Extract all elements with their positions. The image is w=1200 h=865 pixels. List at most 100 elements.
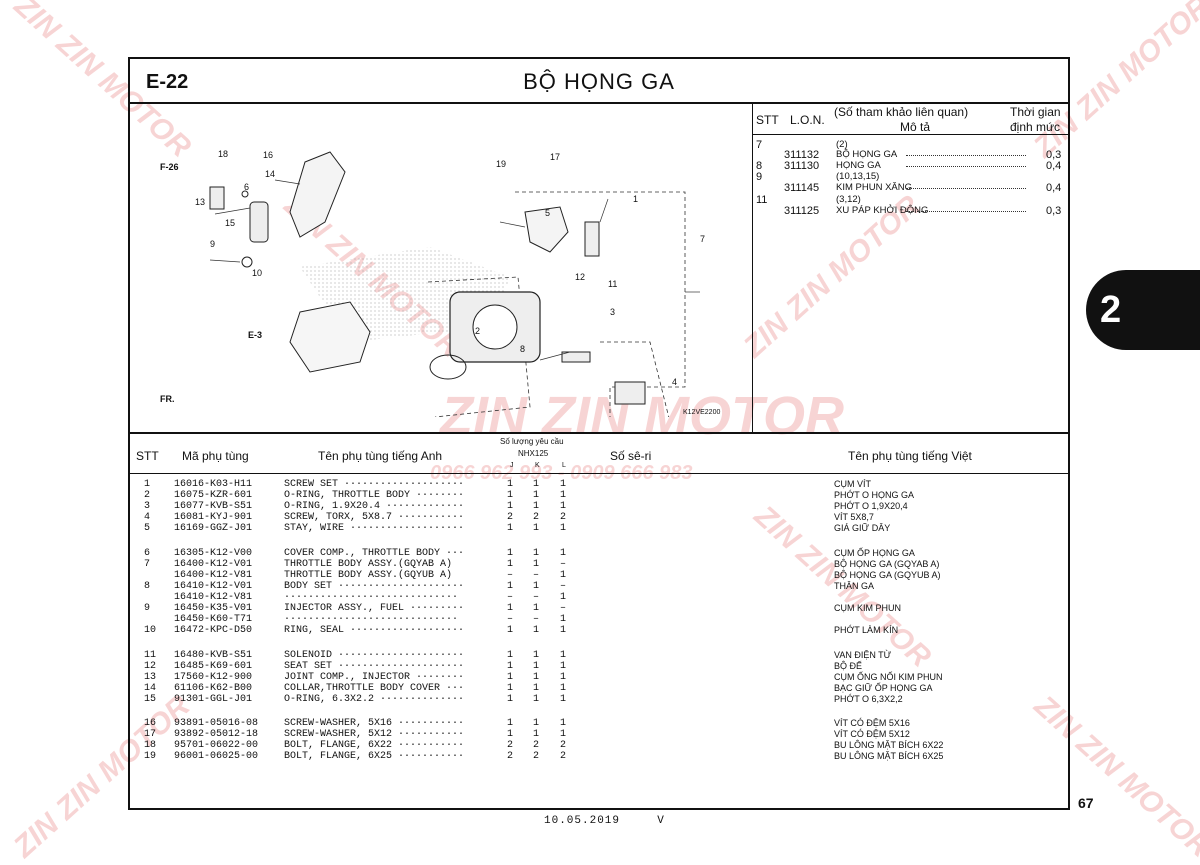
row-stt: 8 [144, 581, 151, 592]
row-qty-k: 2 [533, 512, 540, 523]
row-qty-l: 1 [560, 694, 567, 705]
row-name-vi: BẠC GIỮ ỐP HỌNG GA [834, 683, 933, 693]
head-model: NHX125 [518, 449, 549, 458]
lon-stt: 9 [756, 171, 763, 183]
lon-code: 311145 [784, 182, 820, 194]
solenoid-part [614, 381, 646, 405]
row-qty-k: 1 [533, 650, 540, 661]
row-qty-k: 2 [533, 740, 540, 751]
row-qty-l: 1 [560, 501, 567, 512]
callout-10: 10 [252, 268, 262, 278]
head-stt: STT [136, 449, 159, 463]
row-qty-j: 1 [507, 479, 514, 490]
lon-time: 0,3 [1046, 149, 1062, 161]
row-qty-l: – [560, 559, 567, 570]
row-name-en: JOINT COMP., INJECTOR ········ [284, 672, 465, 683]
lon-desc: (3,12) [836, 194, 861, 205]
row-part-number: 16410-K12-V81 [174, 592, 253, 603]
row-stt: 14 [144, 683, 157, 694]
row-qty-l: 1 [560, 523, 567, 534]
row-name-en: O-RING, 6.3X2.2 ·············· [284, 694, 465, 705]
row-name-vi: PHỚT O 6,3X2,2 [834, 694, 903, 704]
row-qty-j: 1 [507, 672, 514, 683]
row-part-number: 16169-GGZ-J01 [174, 523, 253, 534]
callout-3: 3 [610, 307, 615, 317]
row-qty-l: 1 [560, 661, 567, 672]
row-part-number: 16400-K12-V01 [174, 559, 253, 570]
row-qty-k: 1 [533, 559, 540, 570]
lon-desc: XU PÁP KHỞI ĐỘNG [836, 205, 929, 216]
row-stt: 4 [144, 512, 151, 523]
table-row: 16 93891-05016-08 SCREW-WASHER, 5X16 ·····… [130, 718, 1068, 729]
row-qty-j: 1 [507, 729, 514, 740]
row-part-number: 93892-05012-18 [174, 729, 259, 740]
callout-17: 17 [550, 152, 560, 162]
row-name-en: SOLENOID ····················· [284, 650, 465, 661]
head-k: K [535, 462, 540, 469]
callout-1: 1 [633, 194, 638, 204]
diagram-divider [752, 102, 753, 432]
callout-9: 9 [210, 239, 215, 249]
lon-time: 0,4 [1046, 182, 1062, 194]
lon-code: 311125 [784, 205, 820, 217]
row-name-en: THROTTLE BODY ASSY.(GQYAB A) [284, 559, 453, 570]
row-qty-k: 1 [533, 683, 540, 694]
table-header-divider [130, 473, 1068, 474]
lon-desc: (10,13,15) [836, 171, 880, 182]
lon-head-stt: STT [756, 113, 779, 127]
lon-time: 0,4 [1046, 160, 1062, 172]
row-name-vi: CỤM VÍT [834, 479, 871, 489]
row-qty-j: 1 [507, 661, 514, 672]
row-part-number: 93891-05016-08 [174, 718, 259, 729]
row-part-number: 16400-K12-V81 [174, 570, 253, 581]
row-part-number: 16485-K69-601 [174, 661, 253, 672]
row-name-en: BOLT, FLANGE, 6X22 ··········· [284, 740, 465, 751]
head-name-vi: Tên phụ tùng tiếng Việt [848, 449, 972, 463]
row-name-en: SCREW-WASHER, 5X12 ··········· [284, 729, 465, 740]
row-qty-k: 1 [533, 694, 540, 705]
row-part-number: 16305-K12-V00 [174, 548, 253, 559]
footer-date: 10.05.2019 [544, 815, 621, 827]
row-qty-k: 1 [533, 718, 540, 729]
row-qty-j: – [507, 592, 514, 603]
throttle-bore [472, 304, 518, 350]
row-qty-k: – [533, 614, 540, 625]
row-stt: 5 [144, 523, 151, 534]
lon-stt: 7 [756, 139, 763, 151]
row-qty-j: 1 [507, 650, 514, 661]
section-number: 2 [1100, 288, 1122, 331]
row-qty-l: 1 [560, 592, 567, 603]
callout-13: 13 [195, 197, 205, 207]
row-name-en: SCREW-WASHER, 5X16 ··········· [284, 718, 465, 729]
page-code: E-22 [146, 71, 189, 93]
row-name-en: COLLAR,THROTTLE BODY COVER ··· [284, 683, 465, 694]
lon-head-time-2: định mức [1010, 120, 1061, 134]
row-name-vi: BU LÔNG MẶT BÍCH 6X25 [834, 751, 944, 761]
row-qty-l: – [560, 603, 567, 614]
page-title: BỘ HỌNG GA [523, 69, 675, 94]
callout-5: 5 [545, 208, 550, 218]
head-serial: Số sê-ri [610, 449, 652, 463]
row-qty-l: – [560, 581, 567, 592]
row-name-en: THROTTLE BODY ASSY.(GQYUB A) [284, 570, 453, 581]
row-qty-k: – [533, 570, 540, 581]
row-name-vi: CỤM KIM PHUN [834, 603, 901, 613]
row-stt: 19 [144, 751, 157, 762]
lon-head-lon: L.O.N. [790, 113, 825, 127]
row-stt: 17 [144, 729, 157, 740]
row-qty-k: 1 [533, 581, 540, 592]
row-stt: 16 [144, 718, 157, 729]
row-name-en: BOLT, FLANGE, 6X25 ··········· [284, 751, 465, 762]
lon-leader-dots [906, 211, 1026, 212]
row-name-vi: CỤM ỐNG NỐI KIM PHUN [834, 672, 943, 682]
row-qty-j: 1 [507, 683, 514, 694]
row-qty-l: 1 [560, 570, 567, 581]
callout-7: 7 [700, 234, 705, 244]
row-name-vi: THÂN GA [834, 581, 875, 591]
